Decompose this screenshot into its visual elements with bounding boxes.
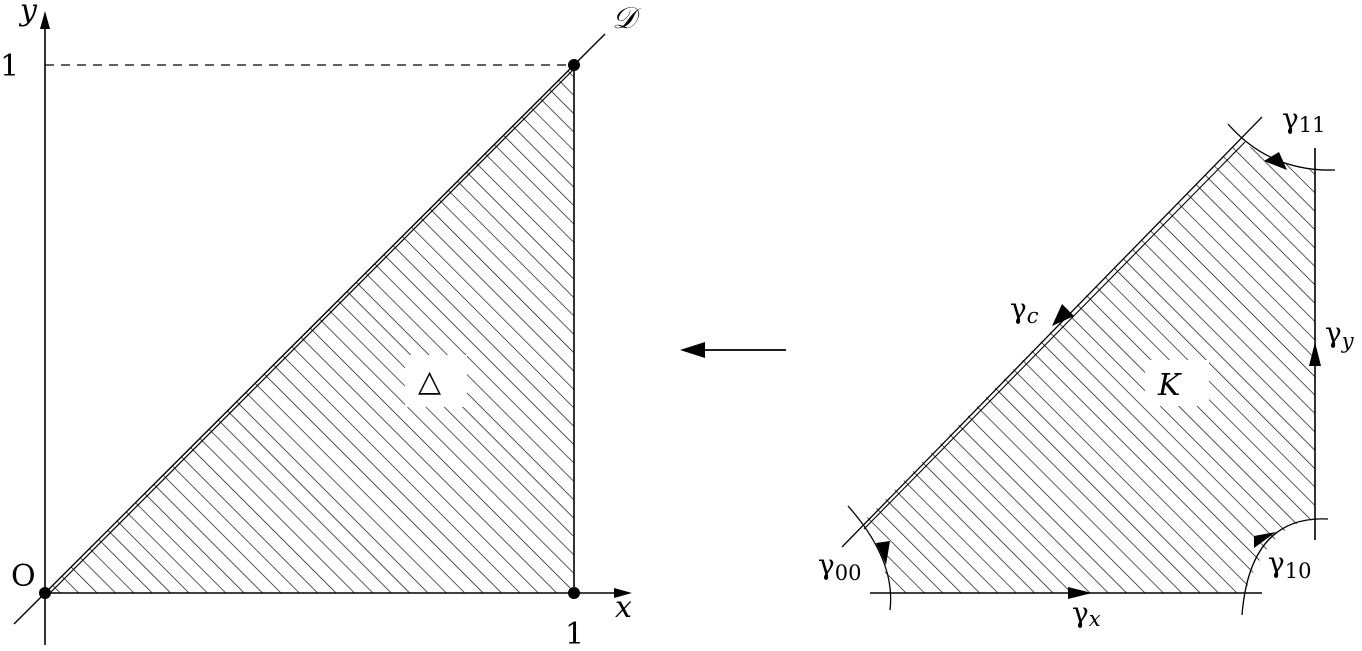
right-figure: K γ11 γc γy γ00 γ10 γx xyxy=(818,102,1355,631)
x-tick-label: 1 xyxy=(565,617,584,651)
gamma-00-arc xyxy=(847,505,892,611)
gamma-c-label: γc xyxy=(1010,292,1039,328)
gamma-c-edge xyxy=(841,116,1263,548)
point-1-1 xyxy=(568,59,580,71)
gamma-10-arc xyxy=(1241,518,1329,616)
gamma-c-arrowhead xyxy=(1052,304,1074,326)
triangle-region-label: △ xyxy=(418,364,441,399)
origin-label: O xyxy=(11,559,36,594)
x-axis-arrowhead xyxy=(614,588,632,598)
triangle-hypotenuse xyxy=(49,68,575,594)
point-1-0 xyxy=(568,587,580,599)
gamma-11-label: γ11 xyxy=(1282,102,1325,137)
x-axis-label: x xyxy=(615,590,632,625)
y-axis-label: y xyxy=(18,0,38,28)
region-label-background xyxy=(405,355,467,407)
diagonal-line xyxy=(13,33,606,625)
mapping-arrow xyxy=(680,342,786,358)
gamma-11-arrowhead xyxy=(1264,152,1287,170)
mapping-arrow-head xyxy=(680,342,705,358)
gamma-10-arrowhead xyxy=(1254,532,1276,548)
gamma-x-label: γx xyxy=(1072,596,1101,631)
gamma-x-arrowhead xyxy=(1068,587,1092,599)
y-tick-label: 1 xyxy=(0,49,19,84)
gamma-00-label: γ00 xyxy=(818,548,861,585)
origin-point xyxy=(39,587,51,599)
gamma-c-edge-inner xyxy=(863,141,1246,530)
left-figure: y x O 1 1 𝒟 △ xyxy=(0,0,641,651)
gamma-y-label: γy xyxy=(1325,316,1355,353)
gamma-10-label: γ10 xyxy=(1268,546,1311,583)
y-axis-arrowhead xyxy=(40,11,50,29)
k-label-background xyxy=(1145,360,1209,406)
diagonal-label: 𝒟 xyxy=(612,1,641,36)
gamma-00-arrowhead xyxy=(876,541,890,565)
region-k-label: K xyxy=(1157,368,1182,403)
gamma-y-arrowhead xyxy=(1309,342,1321,366)
region-k xyxy=(864,140,1315,593)
